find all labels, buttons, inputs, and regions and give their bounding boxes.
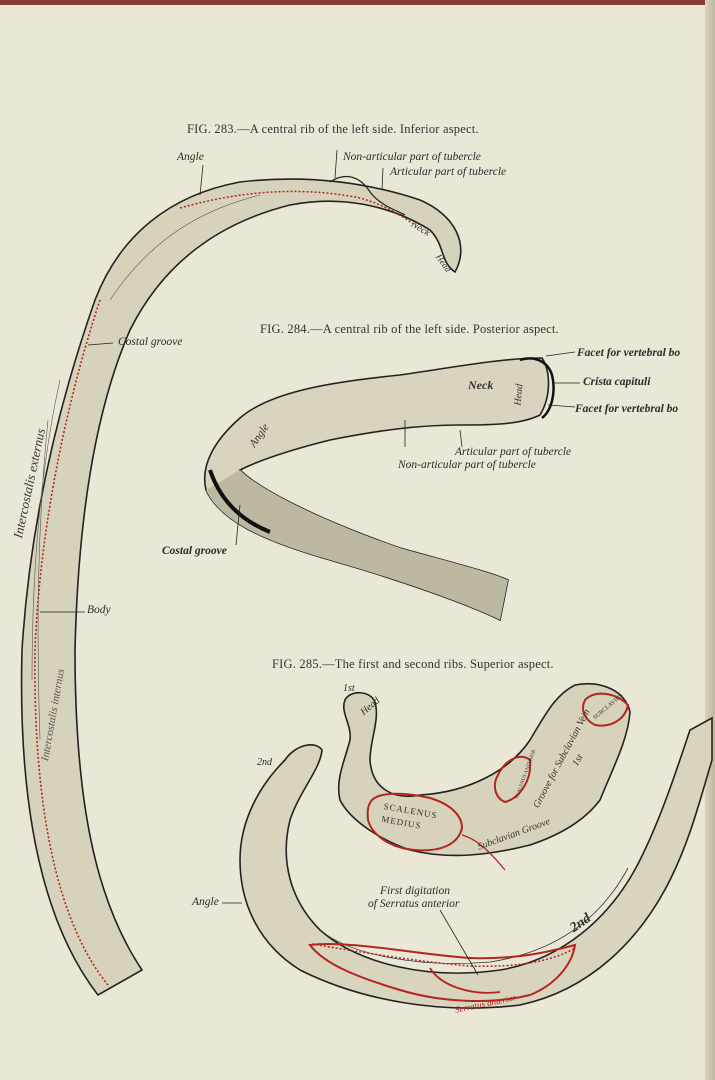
first-digitation-label-2: of Serratus anterior: [368, 898, 460, 910]
fig283-caption: FIG. 283.—A central rib of the left side…: [187, 122, 479, 136]
fig284-crista-label: Crista capituli: [583, 376, 651, 388]
fig285-caption: FIG. 285.—The first and second ribs. Sup…: [272, 657, 554, 671]
fig283-angle-label: Angle: [177, 151, 204, 163]
fig283-body-label: Body: [87, 604, 111, 616]
fig283-articular-label: Articular part of tubercle: [390, 166, 507, 178]
fig283-non-articular-label: Non-articular part of tubercle: [343, 151, 481, 163]
fig284-dark-groove: [208, 469, 271, 534]
fig285-2nd-label: 2nd: [257, 757, 272, 768]
scalenus-anterior-outline: [493, 755, 532, 804]
fig283-shading: [31, 194, 261, 741]
fig284-leaders: [235, 351, 580, 546]
second-rib-body: [239, 716, 713, 1009]
scalenus-medius-outline: [366, 792, 464, 852]
page-top-border: [0, 0, 715, 5]
fig284-costal-groove-shadow: [206, 470, 508, 620]
fig284-head: [519, 357, 555, 419]
fig283-rib: [20, 149, 462, 997]
subclavius-outline: [582, 692, 630, 727]
fig284-facet-upper-label: Facet for vertebral bo: [577, 347, 681, 359]
fig284-articular-label: Articular part of tubercle: [455, 446, 572, 458]
fig285-second-rib: [222, 716, 713, 1009]
serratus-inner: [429, 967, 501, 994]
fig283-costal-groove-label: Costal groove: [118, 336, 183, 348]
fig284-costal-groove-label: Costal groove: [162, 545, 227, 557]
fig285-first-rib: [337, 683, 631, 871]
fig284-caption: FIG. 284.—A central rib of the left side…: [260, 322, 559, 336]
first-rib-body: [337, 683, 631, 857]
serratus-outline: [308, 942, 577, 1003]
fig284-head-label: Head: [512, 383, 526, 406]
fig284-facet-lower-label: Facet for vertebral bo: [575, 403, 679, 415]
page-edge: [705, 0, 715, 1080]
fig283-leaders: [40, 149, 384, 613]
fig283-intercostalis-line: [34, 299, 109, 986]
serratus-dotted: [311, 943, 576, 968]
first-digitation-label-1: First digitation: [380, 885, 450, 897]
fig283-tubercle: [329, 175, 406, 216]
second-rib-inner-edge: [319, 867, 629, 964]
fig285-angle-label: Angle: [192, 896, 219, 908]
fig283-rib-groove: [74, 329, 143, 971]
subclavian-groove-line: [461, 834, 506, 871]
fig285-leaders: [222, 902, 479, 976]
fig285-1st-label: 1st: [343, 683, 355, 694]
fig284-rib: [204, 351, 580, 622]
fig283-rib-outer-edge: [20, 178, 462, 997]
fig284-neck-label: Neck: [468, 378, 494, 392]
fig283-intercostalis-line-2: [179, 190, 416, 226]
fig284-non-articular-label: Non-articular part of tubercle: [398, 459, 536, 471]
